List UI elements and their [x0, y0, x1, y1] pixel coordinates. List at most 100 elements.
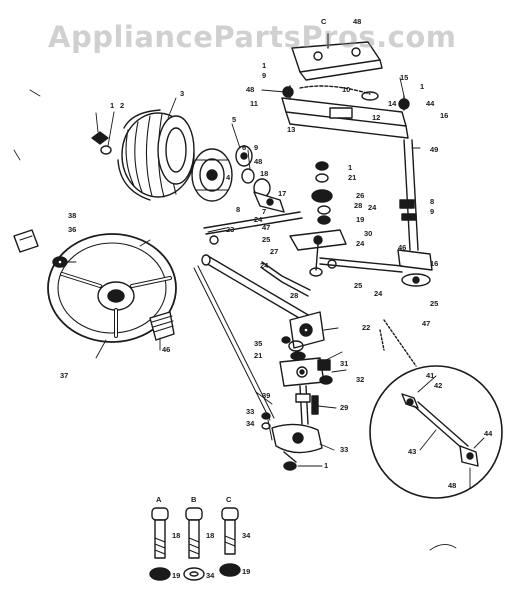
small-washers-left [261, 336, 291, 430]
callout: 22 [362, 323, 370, 332]
callout: 1 [110, 101, 114, 110]
callout: 13 [287, 125, 295, 134]
callout: 24 [374, 289, 383, 298]
callout: 24 [356, 239, 365, 248]
callout: 44 [484, 429, 493, 438]
center-stack-washers [311, 161, 333, 225]
bolt-a [149, 507, 171, 581]
callout: 26 [356, 191, 364, 200]
cap-washer [52, 256, 68, 268]
callout: 27 [270, 247, 278, 256]
callout: 2 [120, 101, 124, 110]
callout: 31 [340, 359, 348, 368]
callout: 3 [180, 89, 184, 98]
callout: 1 [324, 461, 328, 470]
callout: 33 [246, 407, 254, 416]
callout: 1 [262, 61, 266, 70]
callout: 30 [364, 229, 372, 238]
callout: 18 [206, 531, 214, 540]
callout: 33 [340, 445, 348, 454]
callout: 14 [388, 99, 397, 108]
callout: 47 [422, 319, 430, 328]
callout: 9 [430, 207, 434, 216]
callout: 6 [242, 143, 246, 152]
callout: 47 [262, 223, 270, 232]
callout: 42 [434, 381, 442, 390]
callout: 18 [172, 531, 180, 540]
callout: 10 [342, 85, 350, 94]
scan-marks [13, 89, 457, 551]
front-axle [281, 85, 410, 139]
callout: 18 [260, 169, 268, 178]
bolt-c [219, 507, 241, 577]
callout: 4 [226, 173, 231, 182]
steering-wheel [47, 233, 177, 343]
callout: 28 [354, 201, 362, 210]
callout: 8 [236, 205, 240, 214]
callout: 34 [206, 571, 215, 580]
callout: 46 [398, 243, 406, 252]
callout: 49 [430, 145, 438, 154]
callout: 43 [408, 447, 416, 456]
spindle-right [397, 139, 433, 287]
callout: 15 [400, 73, 408, 82]
callout: 7 [262, 207, 266, 216]
callout: 39 [262, 391, 270, 400]
callout: 9 [262, 71, 266, 80]
callout: 25 [262, 235, 270, 244]
callout: 16 [430, 259, 438, 268]
callout: 28 [290, 291, 298, 300]
callout: 48 [246, 85, 254, 94]
callout: 16 [440, 111, 448, 120]
leader-lines [65, 77, 485, 489]
callout: 48 [353, 17, 361, 26]
callout: A [156, 495, 162, 504]
callout: 8 [430, 197, 434, 206]
callout: 1 [348, 163, 352, 172]
pitman-arm [271, 423, 323, 471]
callout: 1 [420, 82, 424, 91]
callout: B [191, 495, 197, 504]
callout: 34 [242, 531, 251, 540]
callout: 37 [60, 371, 68, 380]
callout: 21 [348, 173, 356, 182]
wheel-bolt [91, 131, 112, 155]
callout: 9 [254, 143, 258, 152]
callout: 21 [254, 351, 262, 360]
callout: 5 [232, 115, 236, 124]
tire [117, 109, 195, 201]
callout: C [321, 17, 327, 26]
callout: 46 [162, 345, 170, 354]
callout: 44 [426, 99, 435, 108]
drag-link [203, 211, 311, 297]
callout: 23 [226, 225, 234, 234]
callout: 48 [254, 157, 262, 166]
callout: 11 [250, 99, 258, 108]
callout: 19 [172, 571, 180, 580]
callout: 32 [356, 375, 364, 384]
callout: 36 [68, 225, 76, 234]
steering-wheel-cap [13, 229, 39, 253]
bellows-boot [149, 311, 175, 341]
detail-inset [369, 319, 503, 499]
callout: 24 [260, 261, 269, 270]
callout: 41 [426, 371, 434, 380]
callout: 34 [246, 419, 255, 428]
steering-gear-housing [279, 311, 333, 387]
callout: 25 [354, 281, 362, 290]
callout: 19 [356, 215, 364, 224]
steering-shaft [201, 254, 311, 323]
hub-parts [235, 145, 285, 213]
axle-mount-bracket [291, 33, 383, 81]
wheel-rim [191, 148, 233, 202]
callout: C [226, 495, 232, 504]
callout: 29 [340, 403, 348, 412]
callout: 24 [254, 215, 263, 224]
bolt-b [183, 507, 205, 581]
callout: 24 [368, 203, 377, 212]
callout: 12 [372, 113, 380, 122]
callout: 19 [242, 567, 250, 576]
sector-gear-shaft [295, 385, 319, 425]
